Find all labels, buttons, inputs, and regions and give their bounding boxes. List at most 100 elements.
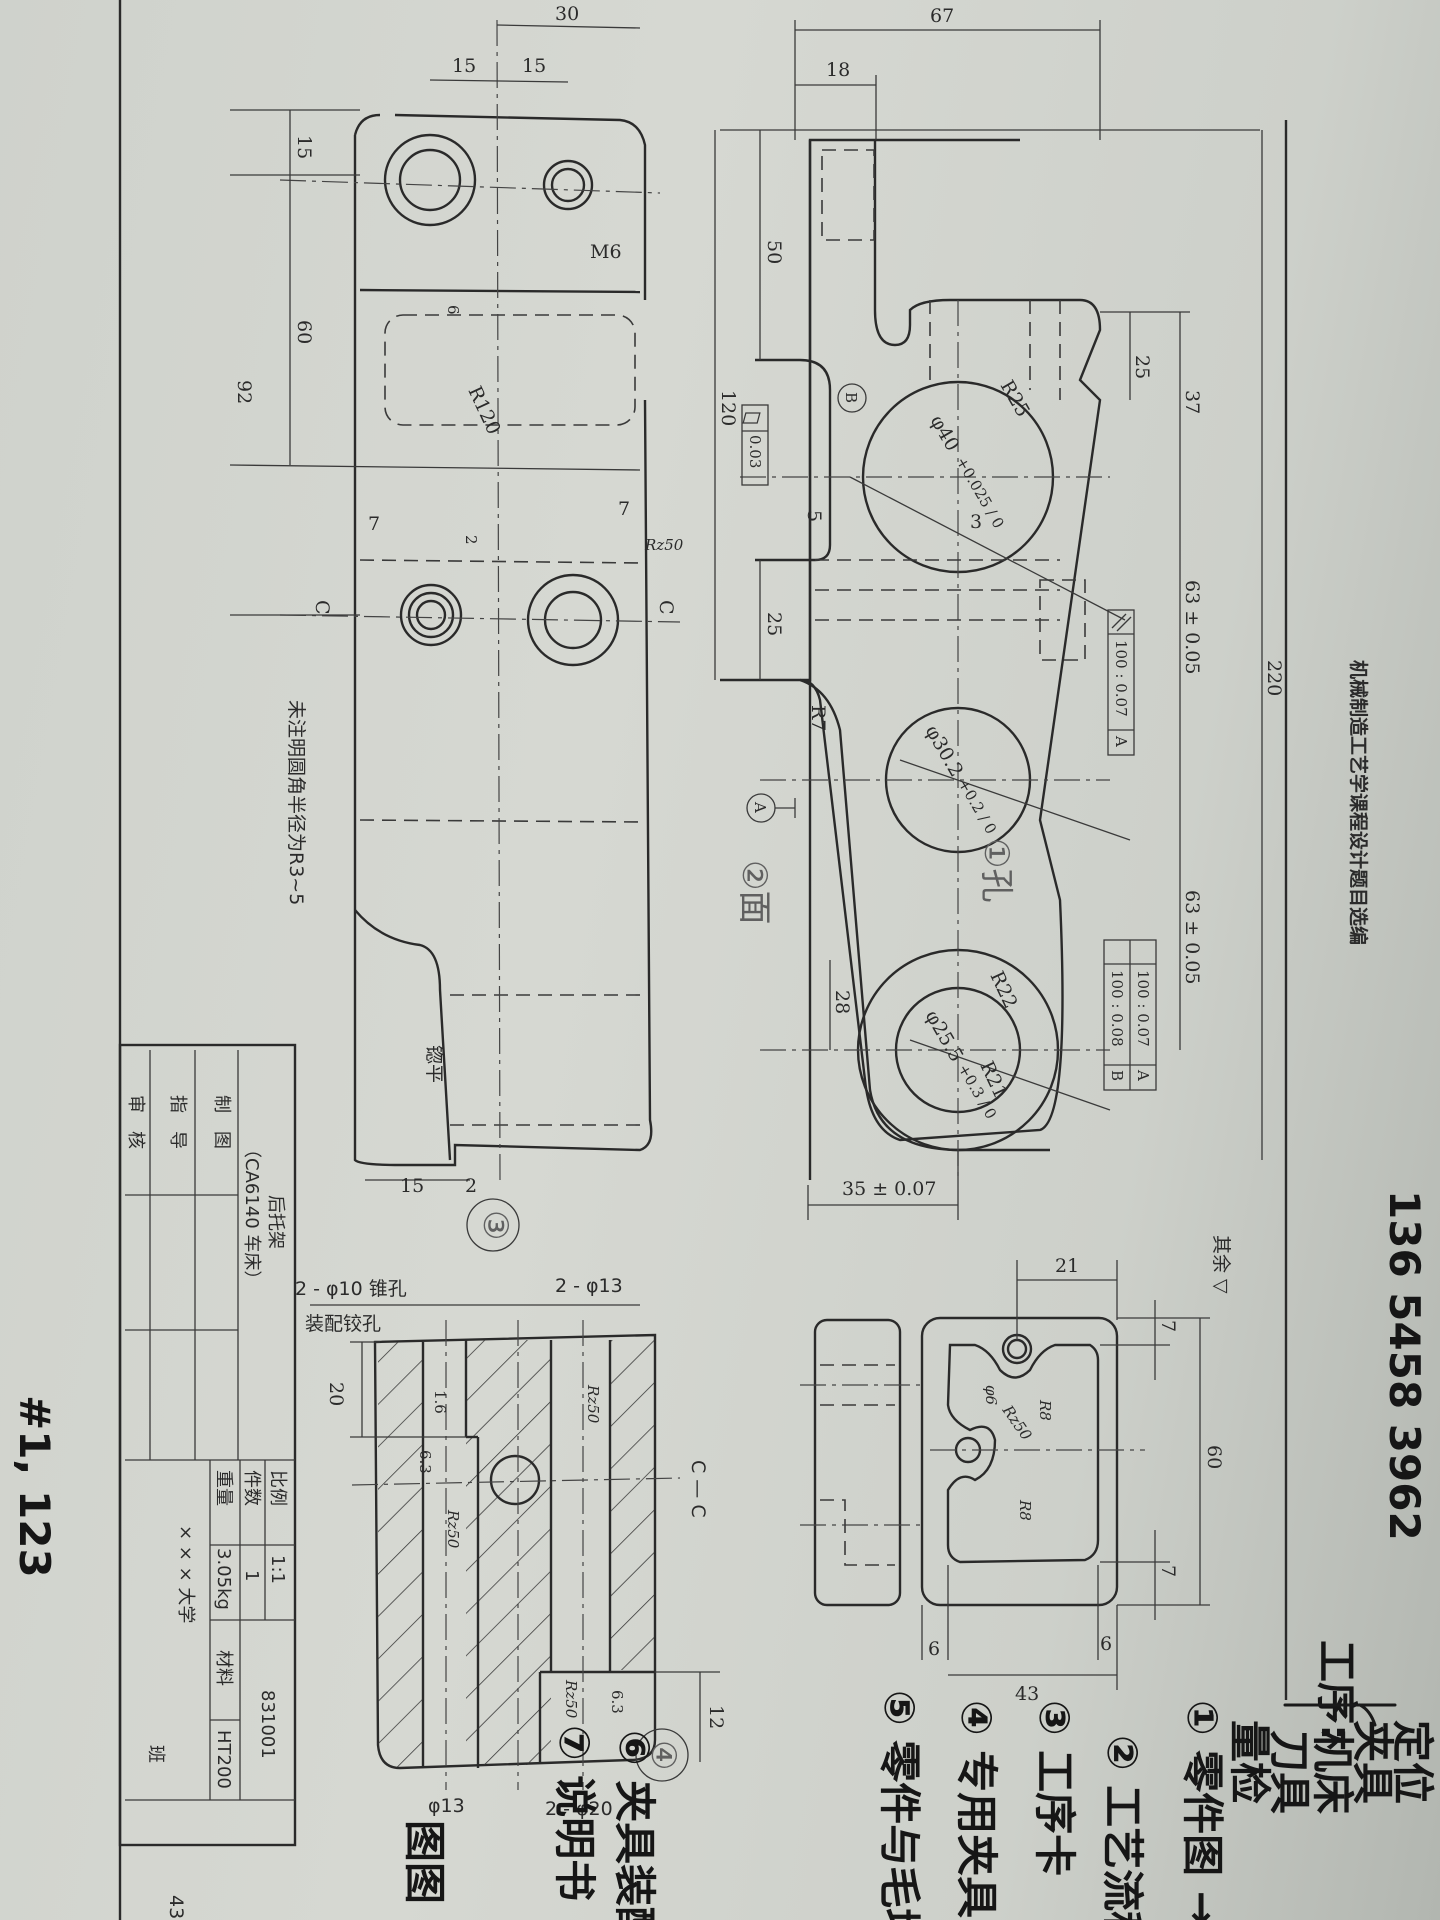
process-item-fixture: 夹具	[1348, 1720, 1397, 1804]
drawn-by-label: 制 图	[211, 1095, 232, 1149]
dim-7-top: 7	[1157, 1320, 1179, 1332]
handwritten-circle-4: ④	[643, 1740, 683, 1770]
datum-a: A	[746, 793, 796, 823]
task-7: ⑦ 说明书	[550, 1725, 599, 1901]
scale-label: 比例	[267, 1470, 288, 1506]
dim-21: 21	[1055, 1255, 1079, 1277]
section-mark-right: C	[655, 600, 677, 615]
spot-face-label: 锪平	[423, 1045, 445, 1083]
task-5: ⑤ 零件与毛坯体	[875, 1690, 924, 1920]
roughness-6-3-b: 6.3	[608, 1690, 626, 1714]
dim-2: 2	[462, 535, 480, 545]
dim-37: 37	[1181, 390, 1203, 414]
counterbore-outer	[383, 133, 477, 227]
dim-6-right: 6	[1100, 1633, 1112, 1655]
header-text: 机械制造工艺学课程设计题目选编	[1347, 660, 1370, 945]
handwritten-circle-3: ③	[475, 1210, 515, 1240]
handwritten-process-label: 工序:	[1312, 1640, 1361, 1741]
dim-63-b: 63 ± 0.05	[1181, 890, 1203, 984]
flatness-frame: 0.03	[741, 404, 769, 486]
weight-value: 3.05kg	[213, 1548, 234, 1610]
process-item-inspection: 量检	[1225, 1720, 1274, 1804]
task-3: ③ 工序卡	[1030, 1700, 1079, 1876]
side-view: 21 7 7 60 6 6 43 R8 R8 φ6 Rz50 其余 ▽	[800, 1235, 1232, 1705]
r22-label: R22	[985, 968, 1021, 1012]
dim-28: 28	[831, 990, 853, 1014]
review-label: 审 核	[125, 1095, 146, 1149]
dim-r7: R7	[807, 705, 829, 731]
dim-m6: M6	[590, 241, 622, 263]
dim-63-a: 63 ± 0.05	[1181, 580, 1203, 674]
dim-3: 3	[970, 511, 982, 533]
class-label: 班	[145, 1745, 166, 1763]
parallelism-1-datum: A	[1112, 735, 1130, 747]
roughness-1-6: 1.6	[431, 1390, 449, 1414]
dim-r8-bottom: R8	[1016, 1499, 1034, 1521]
dim-r8-top: R8	[1036, 1399, 1054, 1421]
process-item-machine: 机床	[1308, 1730, 1357, 1814]
dim-phi13: φ13	[428, 1795, 465, 1817]
hole-phi30-tolerance: +0.2 / 0	[954, 776, 1000, 837]
task-6: ⑥ 夹具装配图	[610, 1730, 659, 1920]
top-view: 30 15 15 15 60 92 M6 6 R120 7 7 2 Rz50 C…	[229, 3, 684, 1197]
dim-60-side: 60	[1203, 1445, 1225, 1469]
dim-7-right: 7	[618, 498, 630, 520]
holes-20-label: 2 - φ20	[545, 1798, 613, 1820]
parallelism-frame-1: 100 : 0.07 A	[1107, 609, 1135, 756]
handwritten-phone: 136 5458 3962	[1380, 1190, 1429, 1541]
task-8: 图图	[400, 1820, 449, 1904]
roughness-rz50-side: Rz50	[998, 1401, 1036, 1444]
roughness-rz50: Rz50	[644, 536, 684, 554]
page-number: 43	[165, 1895, 187, 1919]
datum-b-letter: B	[842, 392, 860, 403]
school-name: × × × 大学	[175, 1525, 196, 1623]
dim-6: 6	[444, 305, 462, 315]
holes-13-label: 2 - φ13	[555, 1275, 623, 1297]
dim-25-top: 25	[1131, 355, 1153, 379]
process-item-locating: 定位	[1388, 1720, 1437, 1804]
roughness-rz50-a: Rz50	[584, 1384, 602, 1424]
dim-220: 220	[1263, 660, 1285, 696]
title-block: 制 图 指 导 审 核 后托架 （CA6140 车床） 比例 1:1 件数 1 …	[118, 1043, 297, 1847]
task-4: ④ 专用夹具	[952, 1700, 1001, 1918]
handwritten-face-note: ②面	[734, 860, 774, 924]
machine-name: （CA6140 车床）	[241, 1140, 262, 1288]
roughness-rz50-b: Rz50	[444, 1509, 462, 1549]
dim-15-right: 15	[522, 55, 546, 77]
process-item-tool: 刀具	[1265, 1730, 1314, 1814]
dim-15-left: 15	[452, 55, 476, 77]
dim-7-bottom: 7	[1157, 1565, 1179, 1577]
part-name: 后托架	[265, 1195, 286, 1249]
dim-7-left: 7	[368, 513, 380, 535]
guide-label: 指 导	[167, 1095, 188, 1149]
dim-2-bottom: 2	[465, 1175, 477, 1197]
scale-value: 1:1	[267, 1555, 288, 1584]
dim-25-side: 25	[763, 612, 785, 636]
taper-holes-label: 2 - φ10 锥孔	[295, 1278, 407, 1300]
material-value: HT200	[213, 1730, 234, 1789]
dim-50: 50	[763, 240, 785, 264]
dim-18: 18	[826, 59, 850, 81]
datum-a-letter: A	[751, 801, 769, 813]
section-title: C — C	[687, 1460, 709, 1518]
parallelism-2-value: 100 : 0.07	[1134, 970, 1152, 1047]
handwritten-notes: 136 5458 3962 #1, 123 ③ ④ ①孔 ②面 工序: 定位 夹…	[10, 838, 1437, 1920]
handwritten-mark: #1, 123	[10, 1395, 59, 1578]
dim-20: 20	[325, 1382, 347, 1406]
datum-b: B	[837, 383, 867, 413]
qty-value: 1	[241, 1570, 262, 1581]
drawing-number: 831001	[257, 1690, 278, 1759]
parallelism-3-value: 100 : 0.08	[1108, 970, 1126, 1047]
default-roughness-note: 其余 ▽	[1210, 1235, 1232, 1294]
task-2: ② 工艺流程	[1098, 1735, 1147, 1920]
dim-15-vert: 15	[293, 135, 315, 159]
dim-43: 43	[1015, 1683, 1039, 1705]
qty-label: 件数	[241, 1470, 262, 1506]
dim-15-bottom: 15	[400, 1175, 424, 1197]
dim-30: 30	[555, 3, 579, 25]
dim-92: 92	[233, 380, 255, 404]
weight-label: 重量	[213, 1470, 234, 1506]
section-mark-left: C	[311, 600, 333, 615]
dim-60: 60	[293, 320, 315, 344]
